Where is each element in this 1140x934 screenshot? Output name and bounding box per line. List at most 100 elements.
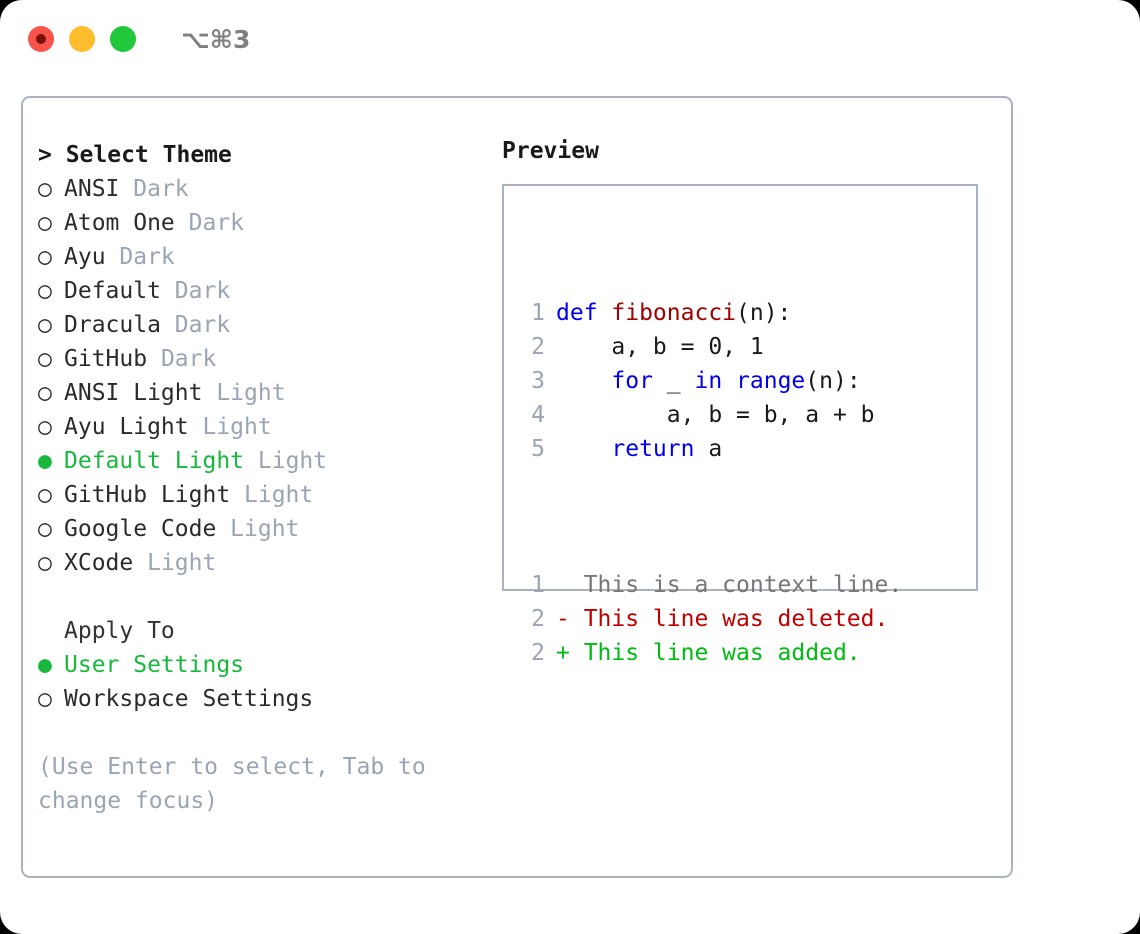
code-token: a, b = b, a + b <box>556 402 875 428</box>
radio-unselected-icon: ○ <box>38 244 52 270</box>
theme-option-2[interactable]: ○ Ayu Dark <box>38 240 488 274</box>
code-token: (n): <box>805 368 861 394</box>
window-controls <box>28 26 136 52</box>
code-token <box>556 368 611 394</box>
code-token: def <box>556 300 612 326</box>
theme-option-label: Default <box>64 278 175 304</box>
theme-option-variant: Light <box>244 482 314 508</box>
theme-option-7[interactable]: ○Ayu Light Light <box>38 410 488 444</box>
code-token: for <box>611 368 653 394</box>
theme-option-label: GitHub Light <box>64 482 245 508</box>
theme-option-variant: Light <box>257 448 328 474</box>
theme-option-label: XCode <box>64 550 148 576</box>
radio-unselected-icon: ○ <box>38 550 52 576</box>
radio-selected-icon: ● <box>38 652 52 678</box>
code-token: _ <box>652 368 695 394</box>
theme-option-label: Default Light <box>64 448 258 474</box>
theme-option-6[interactable]: ○ANSI Light Light <box>38 376 488 410</box>
code-token: fibonacci <box>611 300 737 326</box>
minimize-button[interactable] <box>69 26 95 52</box>
radio-unselected-icon: ○ <box>38 516 52 542</box>
code-token: (n): <box>736 300 792 326</box>
line-number: 3 <box>531 368 545 394</box>
code-line-3: 4 a, b = b, a + b <box>519 398 902 432</box>
theme-option-8[interactable]: ● Default Light Light <box>38 444 488 478</box>
theme-option-label: GitHub <box>64 346 161 372</box>
select-theme-heading: > Select Theme <box>38 142 232 168</box>
theme-option-variant: Light <box>202 414 272 440</box>
theme-option-11[interactable]: ○ XCode Light <box>38 546 488 580</box>
theme-option-variant: Light <box>147 550 217 576</box>
apply-to-option-0[interactable]: ● User Settings <box>38 648 488 682</box>
code-line-2: 3 for _ in range(n): <box>519 364 902 398</box>
theme-option-variant: Dark <box>119 244 175 270</box>
apply-to-option-1[interactable]: ○ Workspace Settings <box>38 682 488 716</box>
theme-selector-column: > Select Theme ○ANSI Dark○Atom One Dark○… <box>38 138 488 818</box>
code-token: range <box>736 368 806 394</box>
code-line-1: 2 a, b = 0, 1 <box>519 330 902 364</box>
apply-to-option-label: Workspace Settings <box>64 686 314 712</box>
radio-unselected-icon: ○ <box>38 176 52 202</box>
theme-option-5[interactable]: ○ GitHub Dark <box>38 342 488 376</box>
apply-to-option-label: User Settings <box>64 652 245 678</box>
radio-selected-icon: ● <box>38 448 52 474</box>
line-number: 5 <box>531 436 545 462</box>
theme-option-variant: Dark <box>174 312 231 338</box>
title-bar: ⌥⌘3 <box>0 0 1140 78</box>
code-token: return <box>611 436 695 462</box>
line-number: 2 <box>531 640 545 666</box>
theme-list[interactable]: ○ ANSI Dark ○ Atom One Dark ○ Ayu Dark ○ Defaul… <box>38 172 488 580</box>
code-line-4: 5 return a <box>519 432 902 466</box>
theme-option-variant: Dark <box>174 278 231 304</box>
code-token <box>556 436 611 462</box>
close-button[interactable] <box>28 26 54 52</box>
theme-option-4[interactable]: ○Dracula Dark <box>38 308 488 342</box>
line-number: 4 <box>531 402 545 428</box>
theme-option-variant: Light <box>230 516 300 542</box>
radio-unselected-icon: ○ <box>38 278 52 304</box>
maximize-button[interactable] <box>110 26 136 52</box>
theme-option-label: Ayu <box>64 244 120 270</box>
theme-option-label: Google Code <box>64 516 231 542</box>
diff-line-text: - This line was deleted. <box>556 606 889 632</box>
theme-option-10[interactable]: ○ Google Code Light <box>38 512 488 546</box>
theme-option-0[interactable]: ○ ANSI Dark <box>38 172 488 206</box>
help-hint-text: (Use Enter to select, Tab to change focu… <box>38 754 426 814</box>
diff-line-1: 2 - This line was deleted. <box>519 602 902 636</box>
line-number: 1 <box>531 300 545 326</box>
diff-line-text: + This line was added. <box>556 640 861 666</box>
theme-option-variant: Dark <box>188 210 245 236</box>
theme-option-3[interactable]: ○ Default Dark <box>38 274 488 308</box>
radio-unselected-icon: ○ <box>38 210 52 236</box>
code-token: a, b = 0, 1 <box>556 334 764 360</box>
theme-option-1[interactable]: ○ Atom One Dark <box>38 206 488 240</box>
theme-option-variant: Dark <box>133 176 189 202</box>
diff-line-2: 2 + This line was added. <box>519 636 902 670</box>
theme-option-label: ANSI Light <box>64 380 217 406</box>
apply-to-list[interactable]: ● User Settings ○ Workspace Settings <box>38 648 488 716</box>
radio-unselected-icon: ○ <box>38 380 52 406</box>
theme-option-label: ANSI <box>64 176 134 202</box>
code-line-0: 1 def fibonacci(n): <box>519 296 902 330</box>
diff-line-text: This is a context line. <box>556 572 903 598</box>
radio-unselected-icon: ○ <box>38 686 52 712</box>
radio-unselected-icon: ○ <box>38 414 52 440</box>
list-spacer <box>38 580 488 614</box>
code-token: a <box>694 436 723 462</box>
diff-line-0: 1 This is a context line. <box>519 568 902 602</box>
theme-option-variant: Dark <box>160 346 217 372</box>
theme-option-label: Atom One <box>64 210 189 236</box>
radio-unselected-icon: ○ <box>38 482 52 508</box>
line-number: 2 <box>531 606 545 632</box>
code-token: in <box>694 368 737 394</box>
preview-heading: Preview <box>502 138 599 164</box>
apply-to-heading: Apply To <box>64 618 175 644</box>
main-panel: > Select Theme ○ANSI Dark○Atom One Dark○… <box>21 96 1013 878</box>
diff-line-group: 1 This is a context line. 2 - This line wa… <box>519 568 902 670</box>
theme-option-9[interactable]: ○ GitHub Light Light <box>38 478 488 512</box>
radio-unselected-icon: ○ <box>38 312 52 338</box>
radio-unselected-icon: ○ <box>38 346 52 372</box>
